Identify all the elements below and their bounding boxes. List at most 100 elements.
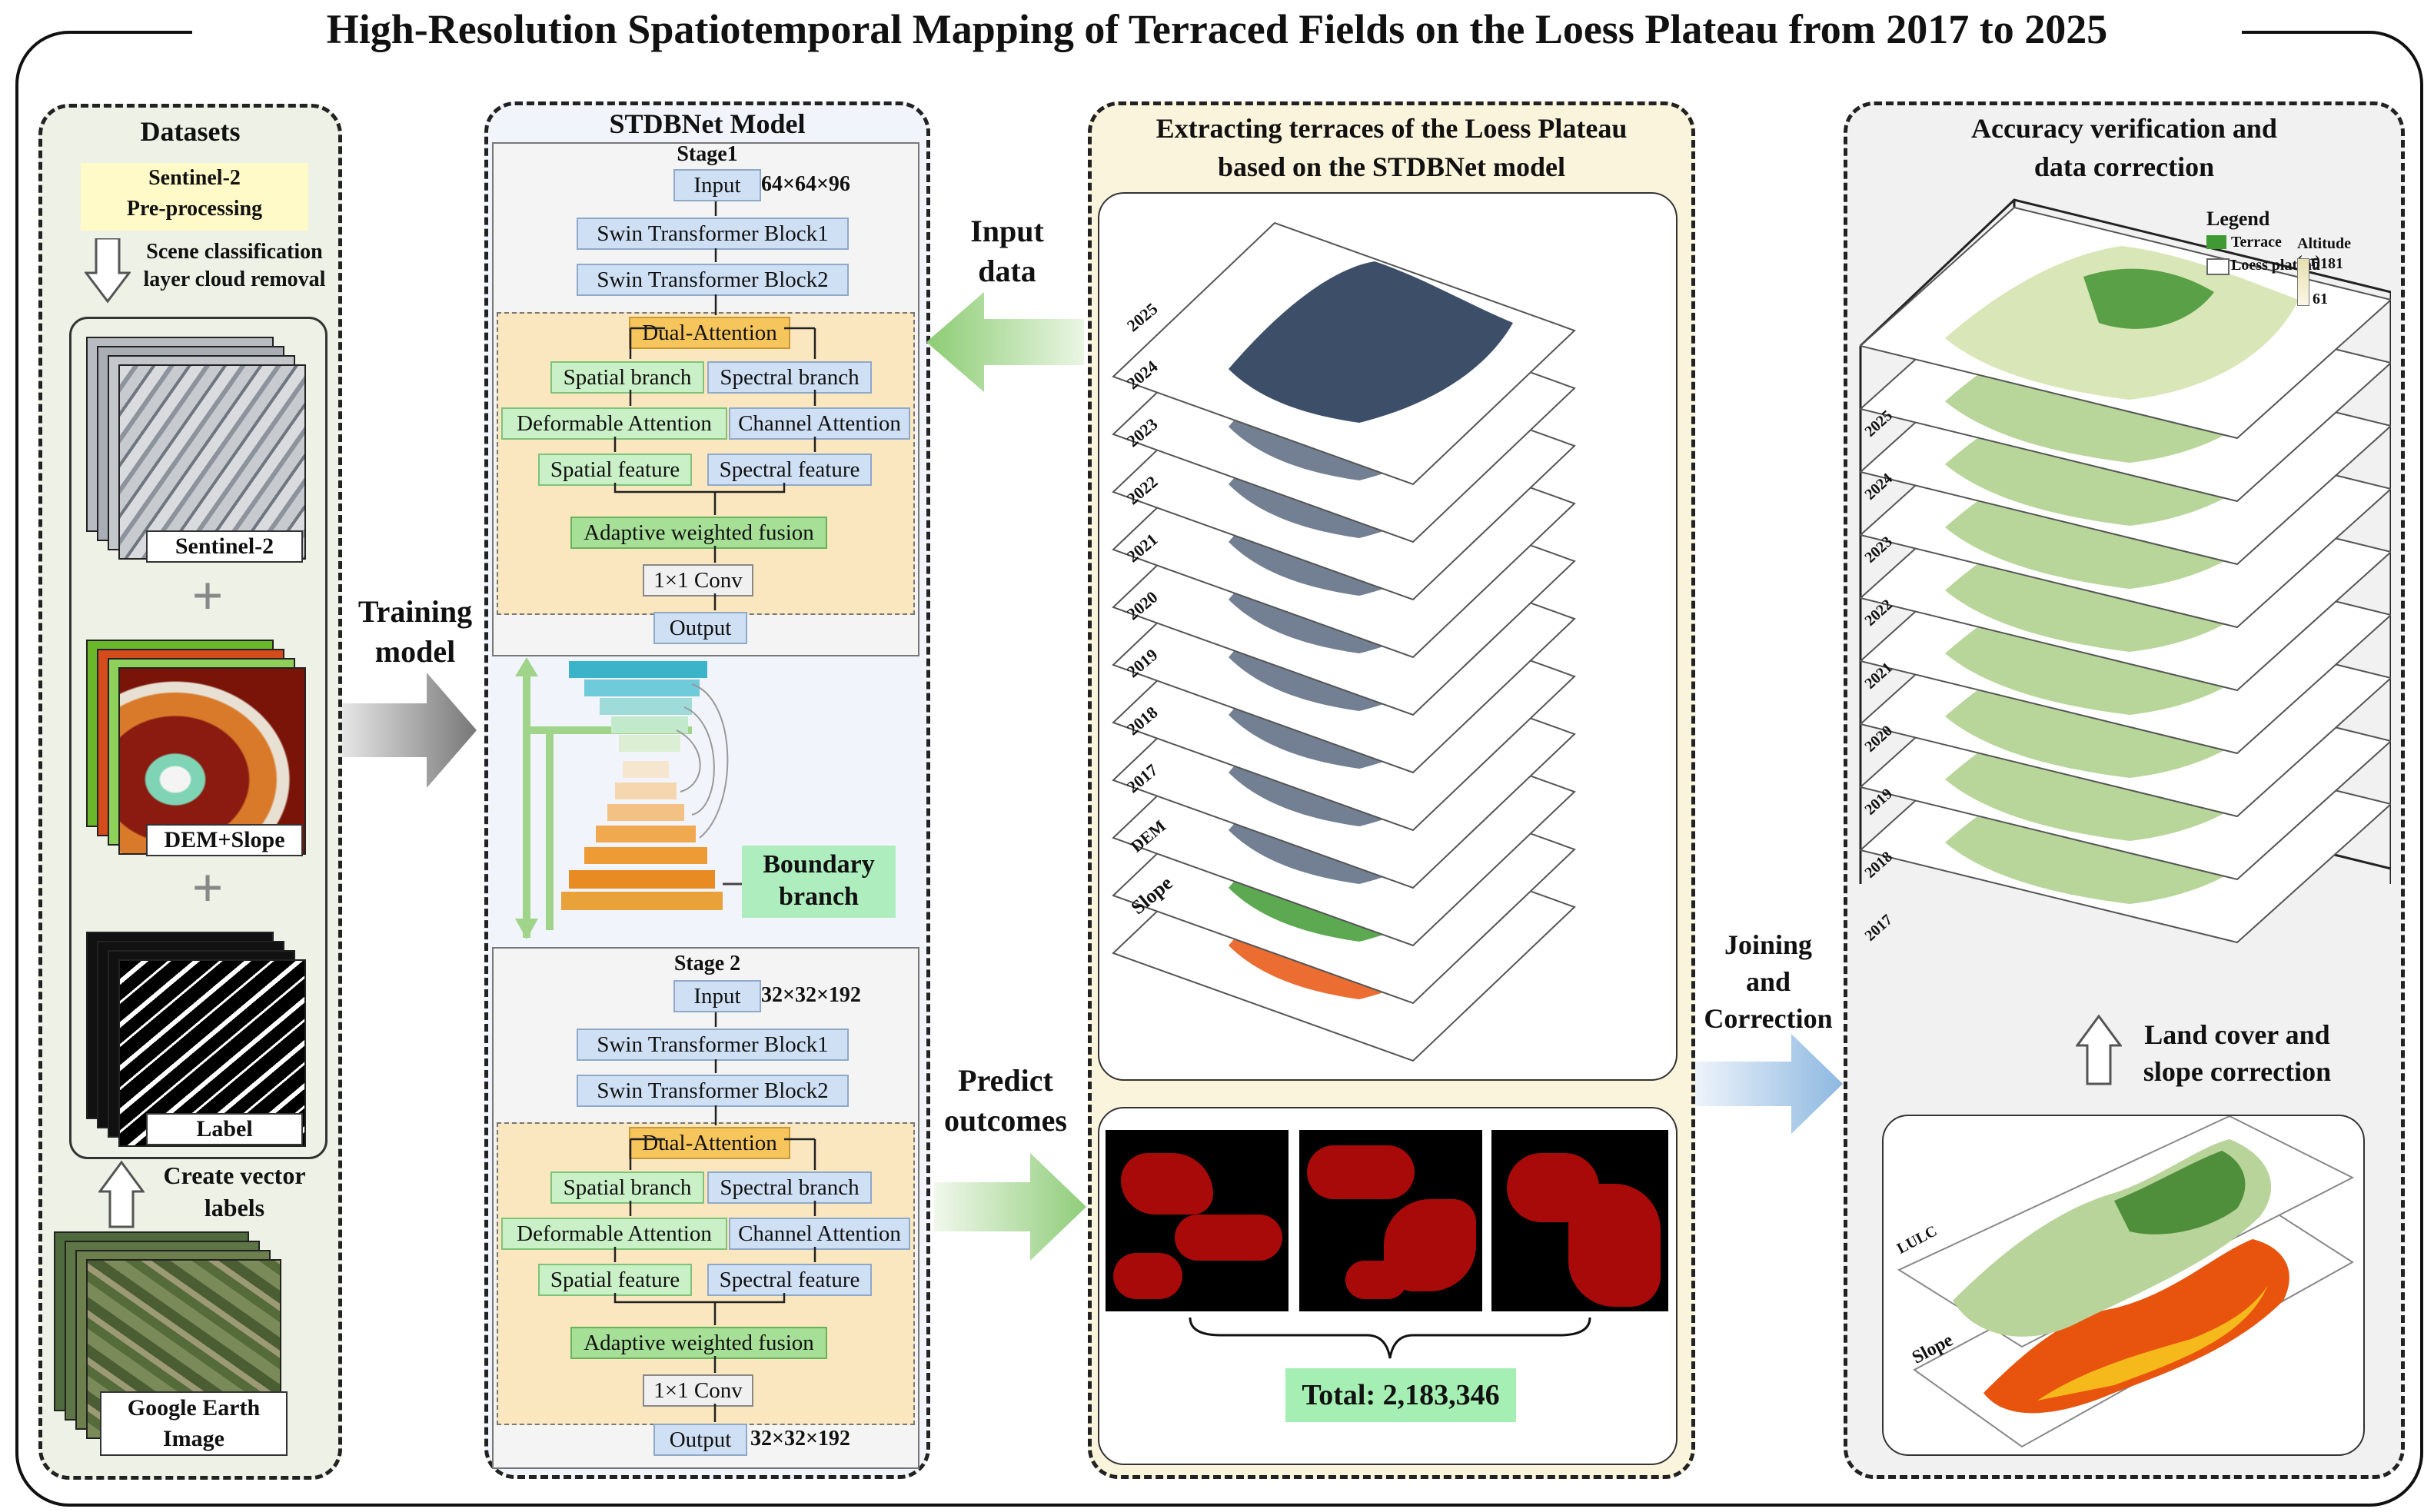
stage1-channel-attention: Channel Attention: [729, 407, 910, 440]
cloud-step-label: Scene classification layer cloud removal: [131, 238, 338, 294]
extract-heading-line2: based on the STDBNet model: [1217, 151, 1566, 182]
accuracy-legend: Legend Terrace Loess plateau Altitude (m…: [2197, 204, 2374, 320]
stage1-spatial-branch: Spatial branch: [550, 361, 704, 394]
boundary-line2: branch: [779, 882, 859, 911]
extract-heading: Extracting terraces of the Loess Plateau…: [1088, 109, 1695, 186]
accuracy-heading-line1: Accuracy verification and: [1971, 113, 2277, 144]
stage2-output: Output: [653, 1424, 747, 1456]
boundary-branch-label: Boundary branch: [742, 846, 896, 918]
stage2-spatial-branch: Spatial branch: [550, 1171, 704, 1204]
sentinel-label: Sentinel-2: [146, 530, 303, 563]
stage2-spectral-feature: Spectral feature: [707, 1264, 872, 1296]
stage2-fusion: Adaptive weighted fusion: [570, 1327, 827, 1359]
boundary-network: Boundary branch: [492, 653, 916, 945]
legend-terrace-swatch: [2206, 235, 2226, 249]
predict-arrow-icon: [934, 1153, 1086, 1261]
training-arrow-icon: [342, 673, 477, 788]
stage2-conv: 1×1 Conv: [643, 1374, 753, 1407]
total-badge: Total: 2,183,346: [1285, 1368, 1516, 1422]
sentinel-image-stack: [86, 337, 317, 560]
training-line1: Training: [357, 594, 473, 629]
altitude-max: 5181: [2313, 255, 2343, 272]
cloud-step-line1: Scene classification: [146, 240, 323, 264]
page-title: High-Resolution Spatiotemporal Mapping o…: [192, 6, 2242, 52]
stage1-title: Stage1: [677, 142, 738, 166]
landcover-step-label: Land cover and slope correction: [2122, 1016, 2353, 1090]
plus-icon: +: [191, 565, 224, 626]
label-label: Label: [146, 1113, 303, 1145]
google-line2: Image: [163, 1426, 224, 1451]
prediction-tile-3: [1491, 1130, 1668, 1311]
google-image-stack: [54, 1231, 300, 1462]
stage2-title: Stage 2: [673, 952, 741, 975]
dem-image-stack: [86, 640, 317, 855]
extract-heading-line1: Extracting terraces of the Loess Plateau: [1155, 113, 1628, 144]
unet-graphic: [515, 657, 766, 939]
predict-label: Predict outcomes: [929, 1061, 1082, 1141]
joining-arrow-icon: [1695, 1034, 1843, 1134]
google-line1: Google Earth: [127, 1395, 261, 1421]
plus-icon-2: +: [191, 857, 224, 919]
preprocess-box: Sentinel-2 Pre-processing: [81, 163, 308, 231]
input-data-line1: Input: [970, 214, 1044, 248]
stage1-input: Input: [673, 169, 761, 201]
accuracy-year-plate: [1858, 206, 2391, 440]
landcover-line1: Land cover and: [2144, 1019, 2330, 1050]
up-arrow-icon: [98, 1160, 145, 1228]
joining-line2: and: [1745, 966, 1791, 997]
altitude-ramp: [2297, 258, 2309, 306]
vector-step-label: Create vector labels: [142, 1159, 327, 1224]
year-plate: [1112, 221, 1576, 486]
training-line2: model: [374, 634, 456, 669]
stage2-output-dim: 32×32×192: [750, 1427, 850, 1451]
lulc-card: LULC Slope: [1882, 1115, 2365, 1456]
vector-step-line2: labels: [204, 1194, 265, 1221]
joining-line1: Joining: [1724, 929, 1813, 960]
stage2-spectral-branch: Spectral branch: [707, 1171, 872, 1204]
stage2-input-dim: 32×32×192: [761, 983, 861, 1007]
up-arrow-icon-2: [2076, 1014, 2122, 1085]
dataset-stack-frame: [69, 317, 328, 1159]
stage1-output: Output: [653, 612, 747, 644]
input-data-arrow-icon: [926, 292, 1084, 392]
stage2-channel-attention: Channel Attention: [729, 1218, 910, 1250]
input-data-line2: data: [978, 254, 1036, 288]
prediction-tile-1: [1106, 1130, 1288, 1311]
stage1-swin1: Swin Transformer Block1: [577, 218, 849, 250]
stage1-swin2: Swin Transformer Block2: [577, 264, 849, 296]
stage1-spectral-feature: Spectral feature: [707, 454, 872, 486]
preprocess-line1: Sentinel-2: [148, 166, 241, 190]
stage1-conv: 1×1 Conv: [643, 564, 753, 596]
boundary-line1: Boundary: [763, 850, 875, 879]
training-label: Training model: [338, 592, 492, 672]
altitude-min: 61: [2313, 291, 2328, 307]
stage2-swin2: Swin Transformer Block2: [577, 1075, 849, 1107]
accuracy-plates: [1858, 198, 2391, 944]
stage2-swin1: Swin Transformer Block1: [577, 1028, 849, 1061]
legend-loess-swatch: [2206, 258, 2230, 275]
accuracy-heading: Accuracy verification and data correctio…: [1844, 109, 2405, 186]
joining-label: Joining and Correction: [1688, 926, 1849, 1037]
vector-step-line1: Create vector: [163, 1161, 306, 1189]
stage2-dual-attention: Dual-Attention: [629, 1127, 790, 1159]
stage1-input-dim: 64×64×96: [761, 172, 850, 196]
predict-line2: outcomes: [944, 1103, 1067, 1138]
stage1-connectors: [613, 201, 816, 610]
landcover-line2: slope correction: [2143, 1056, 2332, 1087]
stage2-input: Input: [673, 980, 761, 1012]
extract-plates: [1112, 221, 1576, 1062]
dem-label: DEM+Slope: [146, 824, 303, 856]
joining-line3: Correction: [1704, 1003, 1833, 1034]
lulc-maps: [1897, 1116, 2355, 1448]
stage2-connectors: [613, 1012, 816, 1422]
down-arrow-icon: [85, 238, 131, 304]
legend-terrace: Terrace: [2231, 234, 2282, 251]
prediction-tile-2: [1299, 1130, 1482, 1311]
stage1-dual-attention: Dual-Attention: [629, 317, 790, 349]
brace-icon: [1189, 1317, 1591, 1359]
google-label: Google Earth Image: [100, 1391, 288, 1456]
predict-line1: Predict: [958, 1063, 1053, 1098]
preprocess-line2: Pre-processing: [126, 197, 263, 221]
